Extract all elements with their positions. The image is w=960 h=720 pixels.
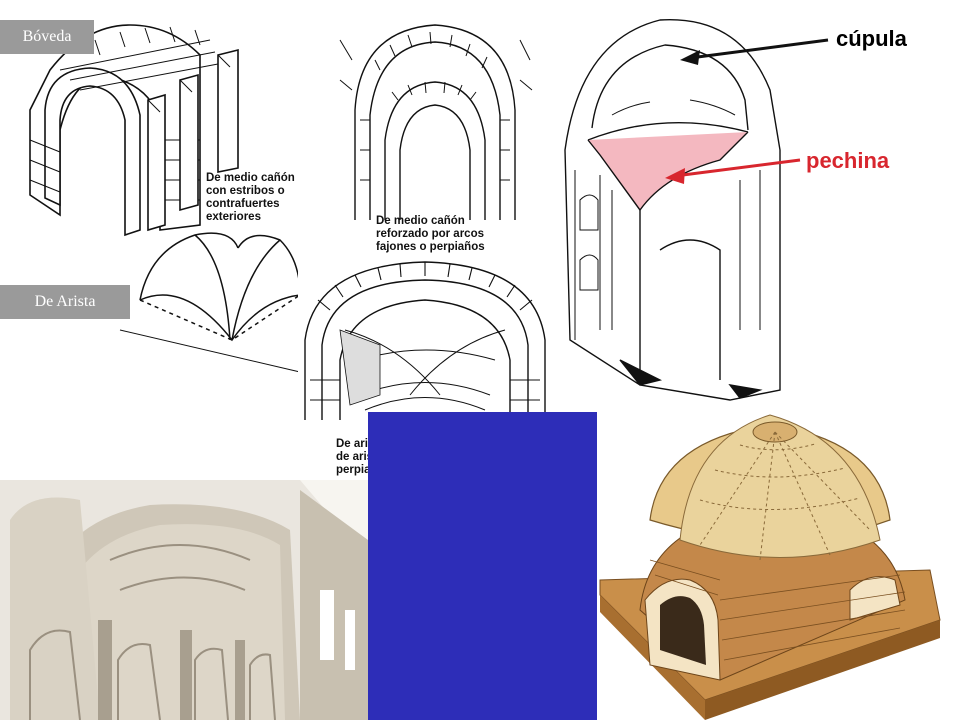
label-boveda: Bóveda [0,20,94,54]
caption-medio-canon-reforzado: De medio cañón reforzado por arcos fajon… [376,215,485,253]
callout-cupula: cúpula [836,26,907,51]
label-de-arista: De Arista [0,285,130,319]
blue-panel [368,412,597,720]
callout-pechina: pechina [806,148,890,173]
caption-medio-canon-estribos: De medio cañón con estribos o contrafuer… [206,172,295,223]
